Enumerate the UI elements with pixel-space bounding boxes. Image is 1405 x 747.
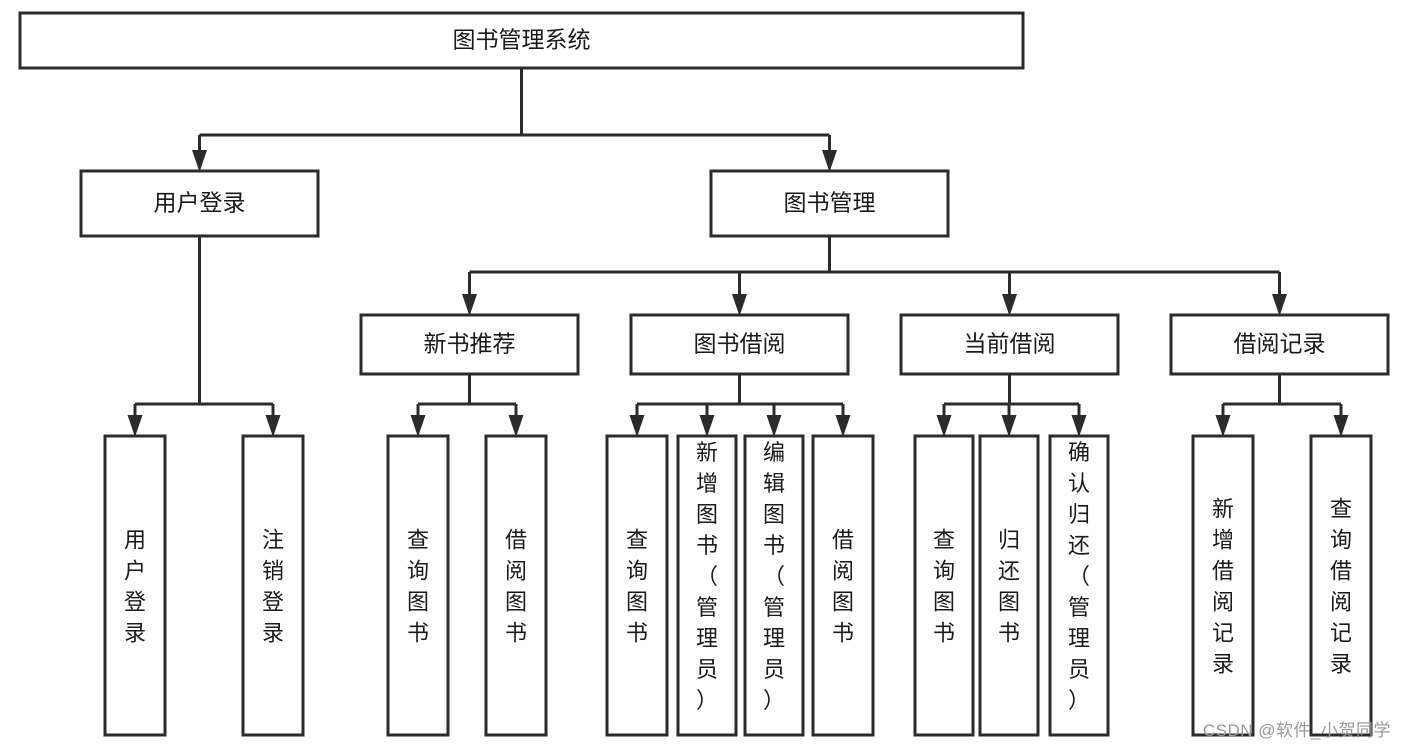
node-label: 编辑图书（管理员） <box>763 440 785 713</box>
node-label: 图书管理 <box>784 190 876 216</box>
node-label: 用户登录 <box>124 528 146 646</box>
arrow-head-icon <box>508 415 524 437</box>
node-rect <box>629 313 850 376</box>
node-root-root[interactable]: 图书管理系统 <box>18 11 1025 70</box>
conn-borrowrecord-to-leaves <box>1215 374 1349 437</box>
node-rect <box>978 434 1040 737</box>
node-rect <box>18 11 1025 70</box>
node-book-borrow[interactable]: 图书借阅 <box>629 313 850 376</box>
node-label: 确认归还（管理员） <box>1068 440 1090 713</box>
node-user-login[interactable]: 用户登录 <box>79 169 320 238</box>
csdn-watermark: CSDN @软件_小贺同学 <box>1202 721 1391 740</box>
arrow-head-icon <box>1001 415 1017 437</box>
conn-bookmanage-to-level2 <box>462 236 1287 316</box>
node-leaf-query-book-rec[interactable]: 查询图书 <box>386 434 450 737</box>
arrow-head-icon <box>822 150 837 172</box>
node-label: 借阅记录 <box>1234 331 1326 357</box>
node-layer: 图书管理系统用户登录图书管理新书推荐图书借阅当前借阅借阅记录用户登录注销登录查询… <box>18 11 1390 737</box>
node-leaf-logout[interactable]: 注销登录 <box>241 434 305 737</box>
node-borrow-record[interactable]: 借阅记录 <box>1169 313 1390 376</box>
node-leaf-query-book-bor[interactable]: 查询图书 <box>605 434 669 737</box>
node-label: 查询借阅记录 <box>1330 497 1352 677</box>
node-rect <box>484 434 548 737</box>
node-label: 归还图书 <box>998 528 1020 646</box>
node-label: 借阅图书 <box>505 528 527 646</box>
node-leaf-return-book[interactable]: 归还图书 <box>978 434 1040 737</box>
node-rect <box>1169 313 1390 376</box>
node-rect <box>913 434 975 737</box>
node-rect <box>79 169 320 238</box>
node-rect <box>1191 434 1255 737</box>
conn-userlogin-to-leaves <box>127 236 281 437</box>
arrow-head-icon <box>1071 415 1087 437</box>
arrow-head-icon <box>265 415 281 437</box>
arrow-head-icon <box>1002 294 1017 316</box>
node-leaf-query-book-cur[interactable]: 查询图书 <box>913 434 975 737</box>
node-leaf-query-borrow-record[interactable]: 查询借阅记录 <box>1309 434 1373 737</box>
node-label: 当前借阅 <box>964 331 1056 357</box>
arrow-head-icon <box>1333 415 1349 437</box>
node-book-manage[interactable]: 图书管理 <box>709 169 950 238</box>
node-leaf-borrow-book-rec[interactable]: 借阅图书 <box>484 434 548 737</box>
node-leaf-add-borrow-record[interactable]: 新增借阅记录 <box>1191 434 1255 737</box>
node-leaf-borrow-book-bor[interactable]: 借阅图书 <box>811 434 875 737</box>
node-new-book-recommend[interactable]: 新书推荐 <box>359 313 580 376</box>
node-label: 查询图书 <box>407 528 429 646</box>
node-label: 图书借阅 <box>694 331 786 357</box>
node-label: 图书管理系统 <box>453 27 591 53</box>
node-label: 新增借阅记录 <box>1212 497 1234 677</box>
arrow-head-icon <box>766 415 782 437</box>
arrow-head-icon <box>835 415 851 437</box>
node-rect <box>386 434 450 737</box>
arrow-head-icon <box>127 415 143 437</box>
arrow-head-icon <box>732 294 747 316</box>
node-label: 注销登录 <box>262 528 284 646</box>
arrow-head-icon <box>192 150 207 172</box>
conn-root-to-level1 <box>192 68 837 172</box>
node-rect <box>359 313 580 376</box>
conn-currentborrow-to-leaves <box>936 374 1087 437</box>
node-current-borrow[interactable]: 当前借阅 <box>899 313 1120 376</box>
node-rect <box>899 313 1120 376</box>
node-label: 新书推荐 <box>424 331 516 357</box>
node-rect <box>743 434 805 737</box>
node-label: 查询图书 <box>626 528 648 646</box>
arrow-head-icon <box>936 415 952 437</box>
arrow-head-icon <box>462 294 477 316</box>
arrow-head-icon <box>1215 415 1231 437</box>
node-label: 用户登录 <box>154 190 246 216</box>
node-label: 借阅图书 <box>832 528 854 646</box>
connector-layer <box>127 68 1349 437</box>
arrow-head-icon <box>699 415 715 437</box>
node-leaf-user-login[interactable]: 用户登录 <box>103 434 167 737</box>
node-label: 查询图书 <box>933 528 955 646</box>
node-rect <box>605 434 669 737</box>
node-rect <box>709 169 950 238</box>
node-label: 新增图书（管理员） <box>696 440 718 713</box>
arrow-head-icon <box>629 415 645 437</box>
node-rect <box>676 434 738 737</box>
node-rect <box>811 434 875 737</box>
arrow-head-icon <box>410 415 426 437</box>
conn-newbook-to-leaves <box>410 374 524 437</box>
node-leaf-confirm-return-admin[interactable]: 确认归还（管理员） <box>1048 434 1110 737</box>
node-leaf-add-book-admin[interactable]: 新增图书（管理员） <box>676 434 738 737</box>
conn-bookborrow-to-leaves <box>629 374 851 437</box>
node-rect <box>241 434 305 737</box>
node-rect <box>1048 434 1110 737</box>
arrow-head-icon <box>1272 294 1287 316</box>
node-rect <box>1309 434 1373 737</box>
node-leaf-edit-book-admin[interactable]: 编辑图书（管理员） <box>743 434 805 737</box>
node-rect <box>103 434 167 737</box>
